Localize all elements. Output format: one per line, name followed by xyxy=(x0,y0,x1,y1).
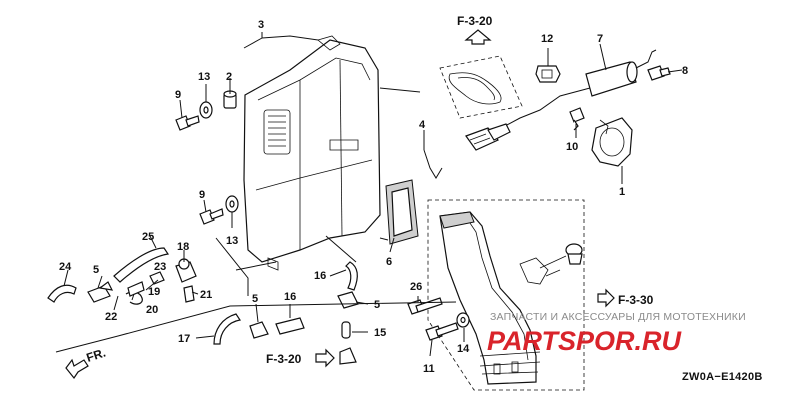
callout-11: 11 xyxy=(423,363,435,375)
screw-part xyxy=(569,107,585,131)
diagram-code: ZW0A−E1420B xyxy=(682,371,763,383)
clip-part xyxy=(535,65,561,83)
ref-f-3-20-top: F-3-20 xyxy=(457,14,493,28)
callout-9-bottom: 9 xyxy=(199,189,205,201)
callout-25: 25 xyxy=(142,231,154,243)
gasket-part xyxy=(385,179,419,245)
washer-part xyxy=(199,101,239,213)
valve-part xyxy=(175,258,197,303)
callout-21: 21 xyxy=(200,289,212,301)
callout-22: 22 xyxy=(105,311,117,323)
ref-f-3-20-bottom: F-3-20 xyxy=(266,352,302,366)
callout-7: 7 xyxy=(597,33,603,45)
callout-15: 15 xyxy=(374,327,386,339)
washer-part xyxy=(456,312,470,328)
watermark-tagline: ЗАПЧАСТИ И АКСЕССУАРЫ ДЛЯ МОТОТЕХНИКИ xyxy=(490,311,746,323)
callout-5-middle: 5 xyxy=(374,299,380,311)
callout-26: 26 xyxy=(410,281,422,293)
callout-2: 2 xyxy=(226,71,232,83)
joint-part xyxy=(87,281,114,303)
leader-lines xyxy=(55,32,683,357)
callout-5-bottom: 5 xyxy=(252,293,258,305)
ref-arrow-up xyxy=(464,29,492,45)
callout-12: 12 xyxy=(541,33,553,45)
bolt-part xyxy=(175,115,224,225)
callout-18: 18 xyxy=(177,241,189,253)
clip-part xyxy=(339,347,357,365)
side-cover-part xyxy=(243,35,381,271)
callout-13-bottom: 13 xyxy=(226,235,238,247)
bolt-part xyxy=(407,297,443,315)
screw-part xyxy=(647,65,671,81)
intake-duct-part xyxy=(427,199,585,391)
ref-arrow-right xyxy=(315,288,615,368)
callout-labels: 1 2 3 4 5 5 5 6 7 8 9 9 10 11 12 13 13 1… xyxy=(59,19,688,375)
callout-16-bottom: 16 xyxy=(284,291,296,303)
callout-24: 24 xyxy=(59,261,72,273)
callout-3: 3 xyxy=(258,19,264,31)
front-direction-label: FR. xyxy=(85,346,108,365)
cap-part xyxy=(341,321,351,339)
callout-19: 19 xyxy=(148,286,160,298)
tube-part xyxy=(213,261,358,345)
callout-16-top: 16 xyxy=(314,270,326,282)
callout-14: 14 xyxy=(457,343,470,355)
grommet-part xyxy=(565,243,583,265)
solenoid-part xyxy=(465,49,657,151)
gasket-reference xyxy=(439,55,523,119)
ref-f-3-30: F-3-30 xyxy=(618,293,654,307)
tube-part xyxy=(47,247,170,303)
callout-8: 8 xyxy=(682,65,688,77)
callout-5-left: 5 xyxy=(93,264,99,276)
watermark: ЗАПЧАСТИ И АКСЕССУАРЫ ДЛЯ МОТОТЕХНИКИ PA… xyxy=(487,311,746,356)
front-direction-arrow xyxy=(65,358,89,380)
section-references: F-3-20 F-3-20 F-3-30 FR. ZW0A−E1420B xyxy=(85,14,763,383)
bolt-part xyxy=(425,322,459,341)
pin-part xyxy=(423,149,443,179)
callout-20: 20 xyxy=(146,304,158,316)
callout-17: 17 xyxy=(178,333,190,345)
callout-10: 10 xyxy=(566,141,578,153)
hose-clamp-part xyxy=(125,271,165,305)
callout-9-top: 9 xyxy=(175,89,181,101)
callout-4: 4 xyxy=(419,119,426,131)
callout-6: 6 xyxy=(386,256,392,268)
bracket-part xyxy=(591,117,633,167)
callout-1: 1 xyxy=(619,186,625,198)
callout-23: 23 xyxy=(154,261,166,273)
watermark-logo: PARTSPOR.RU xyxy=(487,326,683,356)
callout-13-top: 13 xyxy=(198,71,210,83)
